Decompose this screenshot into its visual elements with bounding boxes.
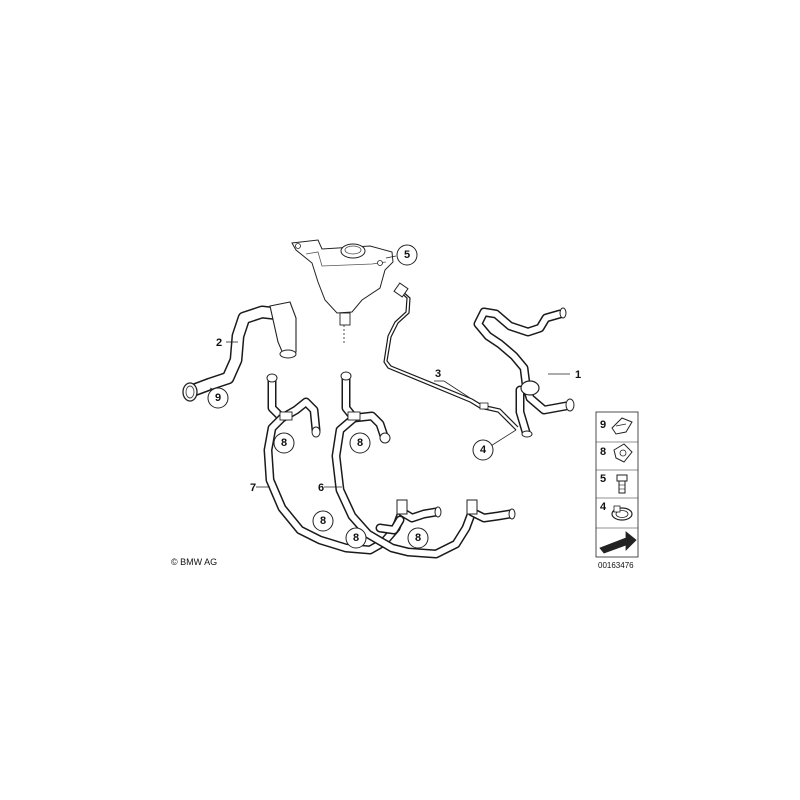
callout-5-circle: 5 (396, 244, 418, 266)
legend-label-5: 5 (600, 473, 606, 485)
callout-9-circle: 9 (207, 387, 229, 409)
parts-legend: 9 8 5 4 (595, 411, 639, 558)
spring-clip-icon (613, 443, 633, 463)
legend-label-4: 4 (600, 501, 607, 513)
pipe-3 (383, 282, 519, 431)
callout-8-c: 8 (320, 515, 326, 527)
hose-1 (473, 307, 575, 438)
lower-branches (375, 499, 516, 535)
callout-8-b: 8 (357, 437, 363, 449)
document-number: 00163476 (598, 561, 634, 570)
callout-4-circle: 4 (472, 439, 494, 461)
copyright-text: © BMW AG (171, 557, 217, 567)
callout-8e-circle: 8 (407, 527, 429, 549)
callout-8b-circle: 8 (349, 432, 371, 454)
callout-8-a: 8 (281, 437, 287, 449)
arrow-icon (599, 531, 637, 554)
legend-label-9: 9 (600, 419, 606, 431)
hose-clamp-icon (611, 505, 633, 521)
callout-5: 5 (404, 249, 410, 261)
callout-8-e: 8 (415, 532, 421, 544)
callout-7: 7 (250, 482, 256, 494)
callout-6: 6 (318, 482, 324, 494)
callout-9: 9 (215, 392, 221, 404)
callout-2: 2 (216, 337, 222, 349)
callout-1: 1 (575, 369, 581, 381)
hose-6 (331, 371, 477, 559)
legend-label-8: 8 (600, 446, 606, 458)
callout-8a-circle: 8 (273, 432, 295, 454)
callout-8d-circle: 8 (345, 527, 367, 549)
callout-8-d: 8 (353, 532, 359, 544)
callout-4: 4 (480, 444, 487, 456)
clip-icon (611, 417, 633, 435)
callout-3: 3 (435, 368, 441, 380)
hose-2 (182, 301, 297, 402)
callout-8c-circle: 8 (312, 510, 334, 532)
screw-plug-icon (616, 474, 628, 494)
expansion-tank (291, 239, 394, 345)
